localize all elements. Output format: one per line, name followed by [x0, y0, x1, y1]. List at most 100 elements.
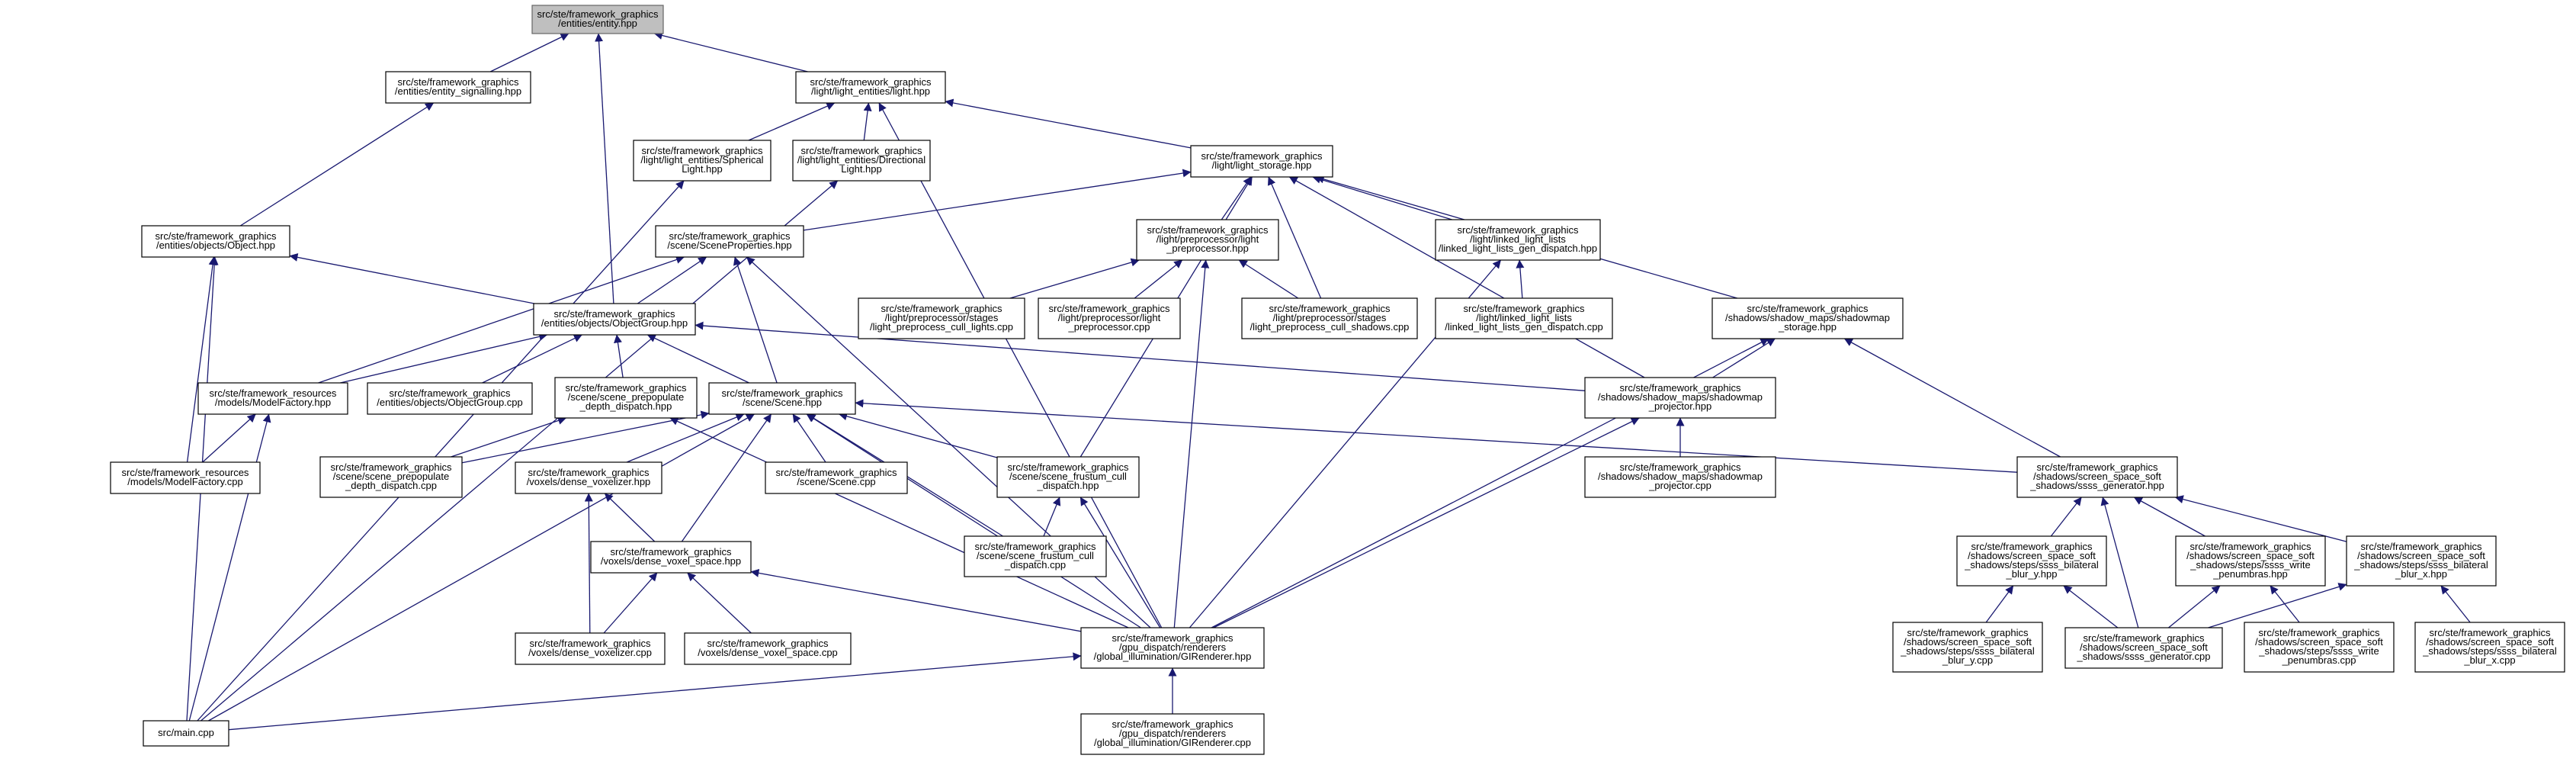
node-box[interactable]: [2064, 627, 2223, 669]
node-box[interactable]: [1956, 535, 2107, 587]
node-box[interactable]: [1435, 219, 1601, 261]
node-box[interactable]: [2244, 622, 2395, 673]
node-label-line: /voxels/dense_voxelizer.cpp: [528, 647, 652, 658]
node-linked-light-lists-cpp[interactable]: src/ste/framework_graphics/light/linked_…: [1435, 297, 1613, 339]
node-box[interactable]: [319, 456, 463, 498]
node-box[interactable]: [2016, 456, 2178, 498]
node-blur-x-cpp[interactable]: src/ste/framework_graphics/shadows/scree…: [2414, 622, 2565, 673]
node-box[interactable]: [1711, 297, 1904, 339]
node-blur-y-cpp[interactable]: src/ste/framework_graphics/shadows/scree…: [1892, 622, 2043, 673]
node-box[interactable]: [367, 382, 533, 415]
node-model-factory-cpp[interactable]: src/ste/framework_resources/models/Model…: [110, 461, 261, 494]
node-box[interactable]: [197, 382, 348, 415]
node-box[interactable]: [1584, 456, 1776, 498]
node-light-preprocessor-hpp[interactable]: src/ste/framework_graphics/light/preproc…: [1136, 219, 1279, 261]
node-label-line: src/ste/framework_graphics: [881, 303, 1002, 314]
node-box[interactable]: [385, 71, 531, 104]
node-preprocess-cull-shadows[interactable]: src/ste/framework_graphics/light/preproc…: [1241, 297, 1418, 339]
node-box[interactable]: [515, 461, 662, 494]
node-box[interactable]: [533, 303, 696, 336]
node-object[interactable]: src/ste/framework_graphics/entities/obje…: [141, 225, 290, 258]
node-box[interactable]: [1584, 377, 1776, 419]
node-shadowmap-storage[interactable]: src/ste/framework_graphics/shadows/shado…: [1711, 297, 1904, 339]
node-box[interactable]: [143, 720, 229, 747]
node-box[interactable]: [1080, 627, 1265, 669]
node-object-group-hpp[interactable]: src/ste/framework_graphics/entities/obje…: [533, 303, 696, 336]
node-light-storage[interactable]: src/ste/framework_graphics/light/light_s…: [1190, 145, 1333, 178]
node-box[interactable]: [1241, 297, 1418, 339]
node-box[interactable]: [633, 140, 772, 182]
node-shadowmap-projector-hpp[interactable]: src/ste/framework_graphics/shadows/shado…: [1584, 377, 1776, 419]
node-scene-cpp[interactable]: src/ste/framework_graphics/scene/Scene.c…: [765, 461, 908, 494]
node-box[interactable]: [110, 461, 261, 494]
node-box[interactable]: [1038, 297, 1181, 339]
node-label-line: _blur_y.cpp: [1942, 654, 1993, 666]
node-box[interactable]: [2346, 535, 2497, 587]
node-dense-voxel-space-cpp[interactable]: src/ste/framework_graphics/voxels/dense_…: [684, 632, 852, 665]
node-box[interactable]: [1892, 622, 2043, 673]
node-label-line: src/ste/framework_graphics: [530, 638, 651, 649]
node-blur-x-hpp[interactable]: src/ste/framework_graphics/shadows/scree…: [2346, 535, 2497, 587]
node-ssss-generator-cpp[interactable]: src/ste/framework_graphics/shadows/scree…: [2064, 627, 2223, 669]
node-label-line: /scene/scene_frustum_cull: [1009, 471, 1127, 482]
node-prepopulate-cpp[interactable]: src/ste/framework_graphics/scene/scene_p…: [319, 456, 463, 498]
node-box[interactable]: [858, 297, 1025, 339]
node-prepopulate-hpp[interactable]: src/ste/framework_graphics/scene/scene_p…: [554, 377, 698, 419]
node-box[interactable]: [1435, 297, 1613, 339]
node-dense-voxelizer-hpp[interactable]: src/ste/framework_graphics/voxels/dense_…: [515, 461, 662, 494]
node-preprocess-cull-lights[interactable]: src/ste/framework_graphics/light/preproc…: [858, 297, 1025, 339]
node-entity-signalling[interactable]: src/ste/framework_graphics/entities/enti…: [385, 71, 531, 104]
node-dense-voxel-space-hpp[interactable]: src/ste/framework_graphics/voxels/dense_…: [590, 541, 752, 574]
node-label-line: /scene/Scene.cpp: [797, 476, 875, 487]
edge-model_factory_hpp-to-scene_properties: [318, 256, 685, 384]
node-directional-light[interactable]: src/ste/framework_graphics/light/light_e…: [792, 140, 931, 182]
node-write-penumbras-hpp[interactable]: src/ste/framework_graphics/shadows/scree…: [2175, 535, 2326, 587]
node-shadowmap-projector-cpp[interactable]: src/ste/framework_graphics/shadows/shado…: [1584, 456, 1776, 498]
node-box[interactable]: [655, 225, 804, 258]
node-light-preprocessor-cpp[interactable]: src/ste/framework_graphics/light/preproc…: [1038, 297, 1181, 339]
node-scene-hpp[interactable]: src/ste/framework_graphics/scene/Scene.h…: [708, 382, 856, 415]
node-box[interactable]: [1190, 145, 1333, 178]
node-ssss-generator-hpp[interactable]: src/ste/framework_graphics/shadows/scree…: [2016, 456, 2178, 498]
node-box[interactable]: [708, 382, 856, 415]
node-box[interactable]: [2414, 622, 2565, 673]
node-object-group-cpp[interactable]: src/ste/framework_graphics/entities/obje…: [367, 382, 533, 415]
node-spherical-light[interactable]: src/ste/framework_graphics/light/light_e…: [633, 140, 772, 182]
node-main-cpp[interactable]: src/main.cpp: [143, 720, 229, 747]
node-box[interactable]: [515, 632, 666, 665]
node-dense-voxelizer-cpp[interactable]: src/ste/framework_graphics/voxels/dense_…: [515, 632, 666, 665]
node-frustum-cull-cpp[interactable]: src/ste/framework_graphics/scene/scene_f…: [964, 535, 1107, 577]
node-box[interactable]: [795, 71, 946, 104]
node-scene-properties[interactable]: src/ste/framework_graphics/scene/ScenePr…: [655, 225, 804, 258]
node-linked-light-lists-hpp[interactable]: src/ste/framework_graphics/light/linked_…: [1435, 219, 1601, 261]
node-box[interactable]: [1080, 713, 1265, 755]
node-label-line: _dispatch.cpp: [1004, 559, 1066, 571]
node-write-penumbras-cpp[interactable]: src/ste/framework_graphics/shadows/scree…: [2244, 622, 2395, 673]
node-gi-renderer-hpp[interactable]: src/ste/framework_graphics/gpu_dispatch/…: [1080, 627, 1265, 669]
node-box[interactable]: [792, 140, 931, 182]
node-box[interactable]: [141, 225, 290, 258]
edge-gi_renderer_hpp-to-scene_hpp: [806, 413, 1141, 628]
node-box[interactable]: [684, 632, 852, 665]
node-box[interactable]: [996, 456, 1140, 498]
node-gi-renderer-cpp[interactable]: src/ste/framework_graphics/gpu_dispatch/…: [1080, 713, 1265, 755]
node-label-line: /linked_light_lists_gen_dispatch.cpp: [1445, 321, 1602, 333]
node-blur-y-hpp[interactable]: src/ste/framework_graphics/shadows/scree…: [1956, 535, 2107, 587]
node-model-factory-hpp[interactable]: src/ste/framework_resources/models/Model…: [197, 382, 348, 415]
node-label-line: src/ste/framework_graphics: [975, 541, 1096, 552]
node-box[interactable]: [531, 5, 664, 34]
node-box[interactable]: [765, 461, 908, 494]
node-box[interactable]: [1136, 219, 1279, 261]
node-label-line: _storage.hpp: [1778, 321, 1837, 333]
node-box[interactable]: [590, 541, 752, 574]
node-label-line: _preprocessor.cpp: [1068, 321, 1150, 333]
node-label-line: src/ste/framework_graphics: [707, 638, 829, 649]
node-light[interactable]: src/ste/framework_graphics/light/light_e…: [795, 71, 946, 104]
node-box[interactable]: [554, 377, 698, 419]
node-frustum-cull-hpp[interactable]: src/ste/framework_graphics/scene/scene_f…: [996, 456, 1140, 498]
node-box[interactable]: [2175, 535, 2326, 587]
edge-gi_renderer_hpp-to-light: [878, 102, 1163, 628]
node-entity[interactable]: src/ste/framework_graphics/entities/enti…: [531, 5, 664, 34]
edge-main_cpp-to-spherical_light: [197, 180, 685, 722]
node-box[interactable]: [964, 535, 1107, 577]
